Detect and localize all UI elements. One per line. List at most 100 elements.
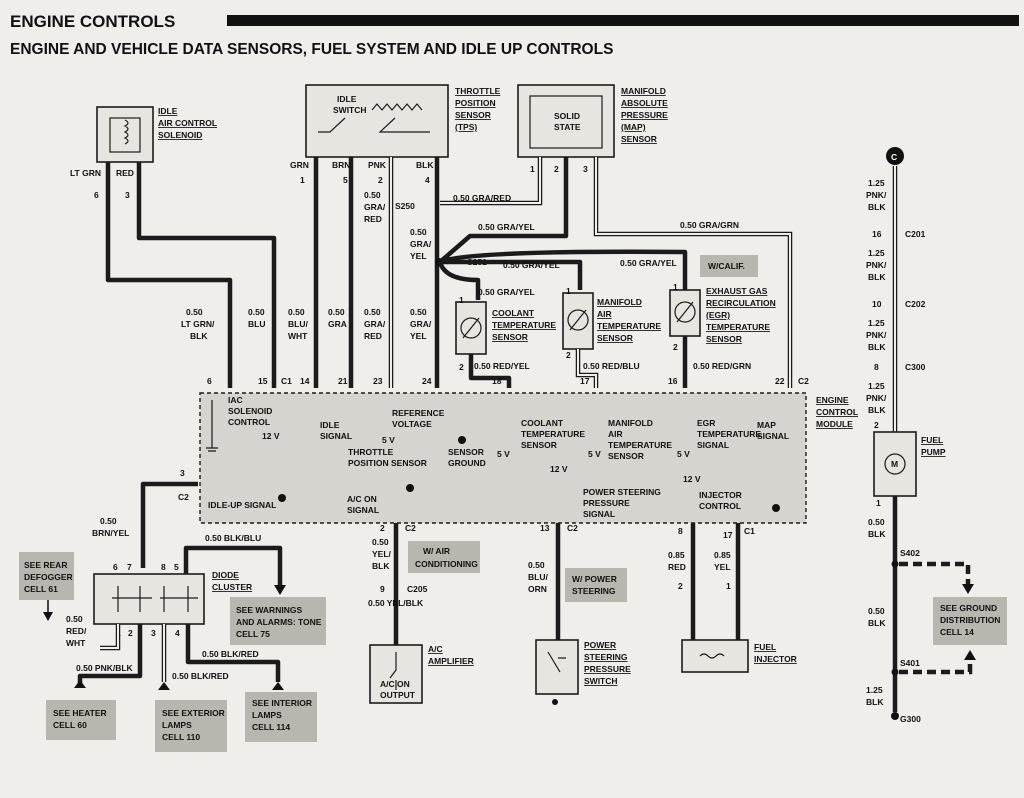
ecm-gnd-2: GROUND — [448, 458, 486, 468]
ps-switch-4: SWITCH — [584, 676, 618, 686]
ecm-iac-1: IAC — [228, 395, 243, 405]
label-pump2-color: PNK/ — [866, 260, 887, 270]
pin-d5: 5 — [174, 562, 179, 572]
label-red-wht-gauge: 0.50 — [66, 614, 83, 624]
label-pnk-blk: 0.50 PNK/BLK — [76, 663, 134, 673]
ecm-ref-1: REFERENCE — [392, 408, 445, 418]
label-ref-tracer: RED — [364, 214, 382, 224]
label-ref-color: GRA/ — [364, 202, 386, 212]
wire-egr-gnd — [439, 249, 688, 290]
page-title: ENGINE CONTROLS — [10, 12, 175, 31]
tps-label-2: POSITION — [455, 98, 496, 108]
ref-ext-2: LAMPS — [162, 720, 192, 730]
ecm-mat-3: TEMPERATURE — [608, 440, 672, 450]
mat-label-4: SENSOR — [597, 333, 633, 343]
map-label-2: ABSOLUTE — [621, 98, 668, 108]
ecm-12v-c: 12 V — [683, 474, 701, 484]
wire-brn: BRN — [332, 160, 350, 170]
label-inj-red-color: RED — [668, 562, 686, 572]
conn-c202: C202 — [905, 299, 926, 309]
wire-coolant-gnd — [437, 261, 481, 300]
wire-blk-blu — [183, 545, 283, 585]
ref-ext-1: SEE EXTERIOR — [162, 708, 225, 718]
label-tps-c-color: GRA/ — [364, 319, 386, 329]
ref-int-3: CELL 114 — [252, 722, 290, 732]
egr-sensor — [669, 289, 701, 337]
pin-d8: 8 — [161, 562, 166, 572]
pin-p1: 1 — [876, 498, 881, 508]
ecm-clt-2: TEMPERATURE — [521, 429, 585, 439]
label-iac-b-color: BLU — [248, 319, 265, 329]
label-tps-a-color: BLU/ — [288, 319, 308, 329]
label-blk2-color: BLK — [868, 618, 886, 628]
ecm-mat-2: AIR — [608, 429, 623, 439]
pin-tps-2: 2 — [378, 175, 383, 185]
ecm-ps-1: POWER STEERING — [583, 487, 661, 497]
label-gnd-tracer: YEL — [410, 251, 427, 261]
mat-sensor — [562, 292, 594, 350]
pin-d4: 4 — [175, 628, 180, 638]
pump-label-2: PUMP — [921, 447, 946, 457]
label-red-wht-color: RED/ — [66, 626, 87, 636]
label-red-grn: 0.50 RED/GRN — [693, 361, 751, 371]
pin-d6: 6 — [113, 562, 118, 572]
map-sensor: SOLID STATE — [517, 84, 615, 158]
label-ref-gauge: 0.50 — [364, 190, 381, 200]
map-label-1: MANIFOLD — [621, 86, 666, 96]
ecm-5v-d: 5 V — [677, 449, 690, 459]
ecm-label-1: ENGINE — [816, 395, 849, 405]
label-iac-b-gauge: 0.50 — [248, 307, 265, 317]
iac-label-2: AIR CONTROL — [158, 118, 217, 128]
ref-int-2: LAMPS — [252, 710, 282, 720]
label-tps-d-tracer: YEL — [410, 331, 427, 341]
coolant-label-3: SENSOR — [492, 332, 528, 342]
ref-ground-1: SEE GROUND — [940, 603, 997, 613]
label-red-wht-tracer: WHT — [66, 638, 86, 648]
tps-label-1: THROTTLE — [455, 86, 501, 96]
label-iac-a-gauge: 0.50 — [186, 307, 203, 317]
pin-ecm-18: 18 — [492, 376, 502, 386]
pin-ecm-3: 3 — [180, 468, 185, 478]
wire-coolant-sig — [468, 354, 512, 388]
ac-option-box — [408, 541, 480, 573]
mat-label-3: TEMPERATURE — [597, 321, 661, 331]
mat-label-1: MANIFOLD — [597, 297, 642, 307]
fuel-injector — [681, 639, 749, 673]
label-iac-a-tracer: BLK — [190, 331, 208, 341]
ecm-12v: 12 V — [262, 431, 280, 441]
w-ps-2: STEERING — [572, 586, 616, 596]
ecm-idleup: IDLE-UP SIGNAL — [208, 500, 276, 510]
ac-amp-1: A/C — [428, 644, 443, 654]
ps-option-box — [565, 568, 627, 602]
ps-switch-2: STEERING — [584, 652, 628, 662]
iac-label-1: IDLE — [158, 106, 178, 116]
conn-c-letter: C — [891, 152, 897, 162]
title-rule — [227, 15, 1019, 26]
egr-label-5: SENSOR — [706, 334, 742, 344]
ecm-5v-b: 5 V — [497, 449, 510, 459]
label-blu-orn-gauge: 0.50 — [528, 560, 545, 570]
conn-c1-top: C1 — [281, 376, 292, 386]
pin-ecm-15: 15 — [258, 376, 268, 386]
splice-s401: S401 — [900, 658, 920, 668]
label-blk1-gauge: 0.50 — [868, 517, 885, 527]
ecm-iac-3: CONTROL — [228, 417, 270, 427]
pin-ecm-14: 14 — [300, 376, 310, 386]
ecm-label-3: MODULE — [816, 419, 853, 429]
label-yel-blk-color: YEL/ — [372, 549, 392, 559]
ac-output-2: OUTPUT — [380, 690, 416, 700]
label-inj-red-gauge: 0.85 — [668, 550, 685, 560]
splice-s250: S250 — [395, 201, 415, 211]
pin-p10: 10 — [872, 299, 882, 309]
pin-d7: 7 — [127, 562, 132, 572]
pin-mat-1: 1 — [566, 286, 571, 296]
label-pump1-tracer: BLK — [868, 202, 886, 212]
ecm-ac-2: SIGNAL — [347, 505, 379, 515]
label-pump1-gauge: 1.25 — [868, 178, 885, 188]
label-blk3-gauge: 1.25 — [866, 685, 883, 695]
solid-state-2: STATE — [554, 122, 581, 132]
pin-egr-1: 1 — [673, 282, 678, 292]
coolant-label-2: TEMPERATURE — [492, 320, 556, 330]
connector-c-circle — [886, 147, 904, 165]
ecm-map-2: SIGNAL — [757, 431, 789, 441]
